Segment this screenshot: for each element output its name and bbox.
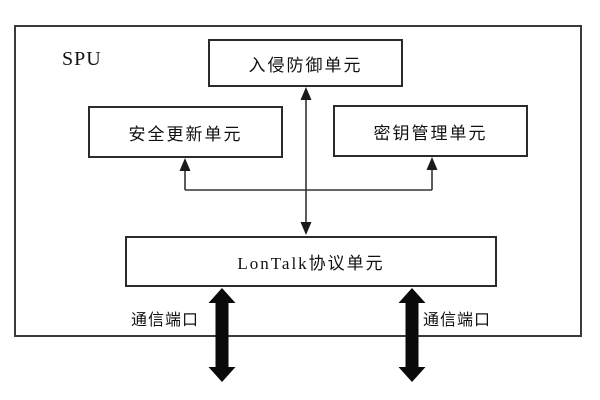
security-update-unit-box: 安全更新单元 <box>88 106 283 158</box>
comm-port-label-right: 通信端口 <box>423 312 492 329</box>
spu-container-label: SPU <box>62 48 102 70</box>
spu-container-box <box>14 25 582 337</box>
intrusion-prevention-unit-box: 入侵防御单元 <box>208 39 403 87</box>
comm-port-label-left: 通信端口 <box>131 312 200 329</box>
lontalk-protocol-unit-box: LonTalk协议单元 <box>125 236 497 287</box>
key-management-unit-box: 密钥管理单元 <box>333 105 528 157</box>
